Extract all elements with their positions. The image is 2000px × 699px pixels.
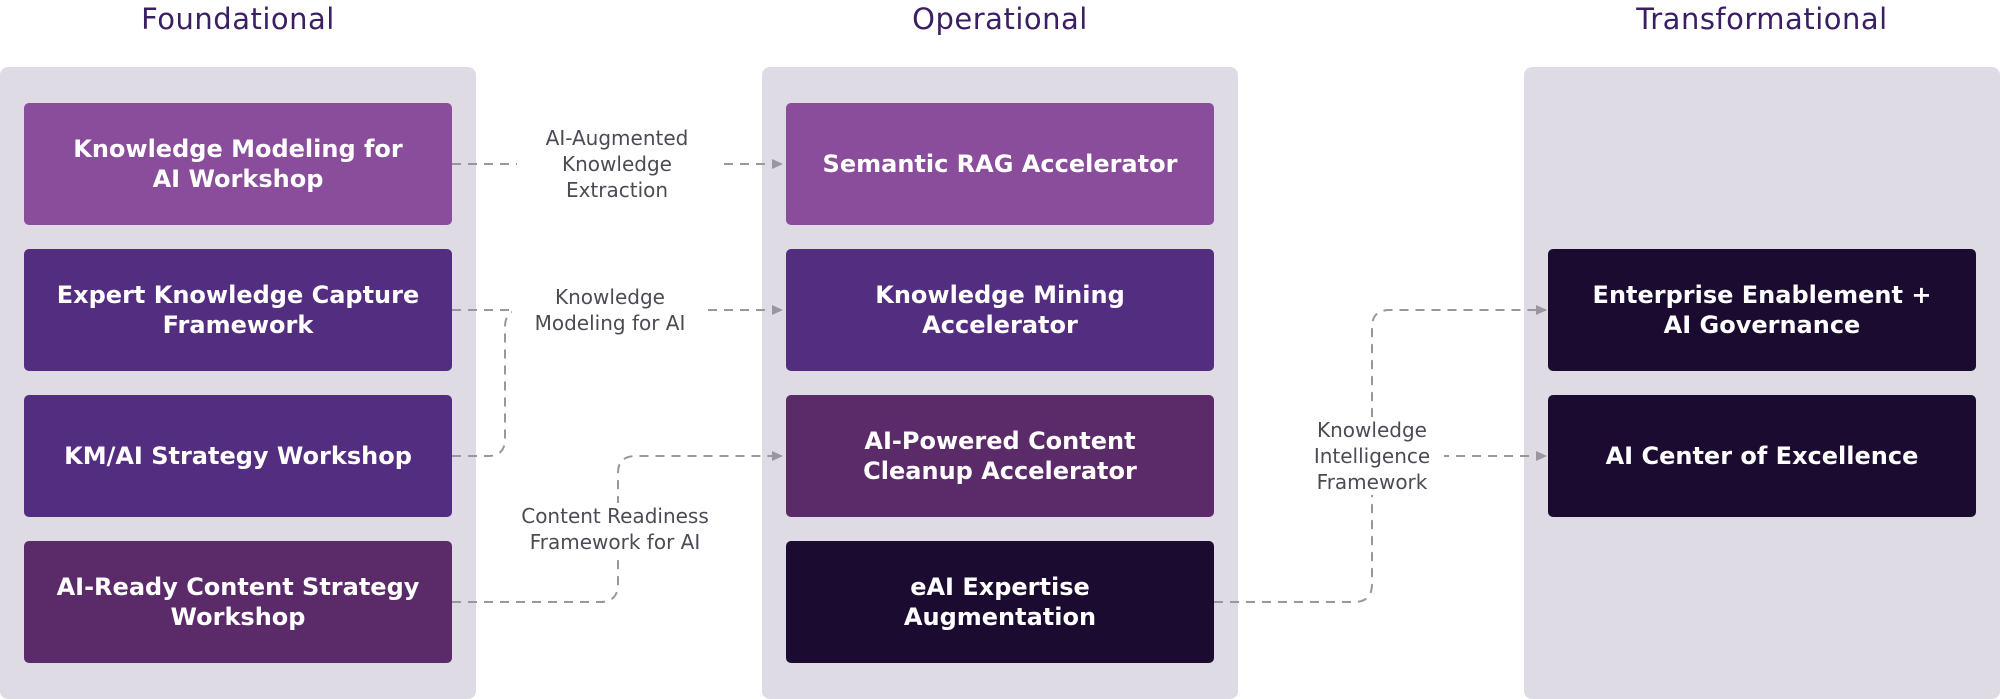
box-content-cleanup-accelerator: AI-Powered Content Cleanup Accelerator bbox=[786, 395, 1214, 517]
column-title-foundational: Foundational bbox=[141, 2, 335, 36]
box-expert-knowledge-capture: Expert Knowledge Capture Framework bbox=[24, 249, 452, 371]
box-km-ai-strategy-workshop: KM/AI Strategy Workshop bbox=[24, 395, 452, 517]
column-title-transformational: Transformational bbox=[1636, 2, 1888, 36]
box-semantic-rag-accelerator: Semantic RAG Accelerator bbox=[786, 103, 1214, 225]
connector-line-5 bbox=[1214, 305, 1547, 603]
box-knowledge-mining-accelerator: Knowledge Mining Accelerator bbox=[786, 249, 1214, 371]
box-ai-center-of-excellence: AI Center of Excellence bbox=[1548, 395, 1976, 517]
box-enterprise-enablement: Enterprise Enablement + AI Governance bbox=[1548, 249, 1976, 371]
connector-label-ai-augmented: AI-Augmented Knowledge Extraction bbox=[517, 125, 717, 203]
transformational-panel bbox=[1524, 67, 2000, 699]
box-eai-expertise-augmentation: eAI Expertise Augmentation bbox=[786, 541, 1214, 663]
connector-label-content-readiness: Content Readiness Framework for AI bbox=[505, 503, 725, 555]
box-knowledge-modeling-workshop: Knowledge Modeling for AI Workshop bbox=[24, 103, 452, 225]
connector-label-knowledge-modeling: Knowledge Modeling for AI bbox=[512, 284, 708, 336]
box-ai-ready-content-strategy: AI-Ready Content Strategy Workshop bbox=[24, 541, 452, 663]
column-title-operational: Operational bbox=[912, 2, 1088, 36]
connector-label-knowledge-intelligence: Knowledge Intelligence Framework bbox=[1300, 417, 1444, 495]
